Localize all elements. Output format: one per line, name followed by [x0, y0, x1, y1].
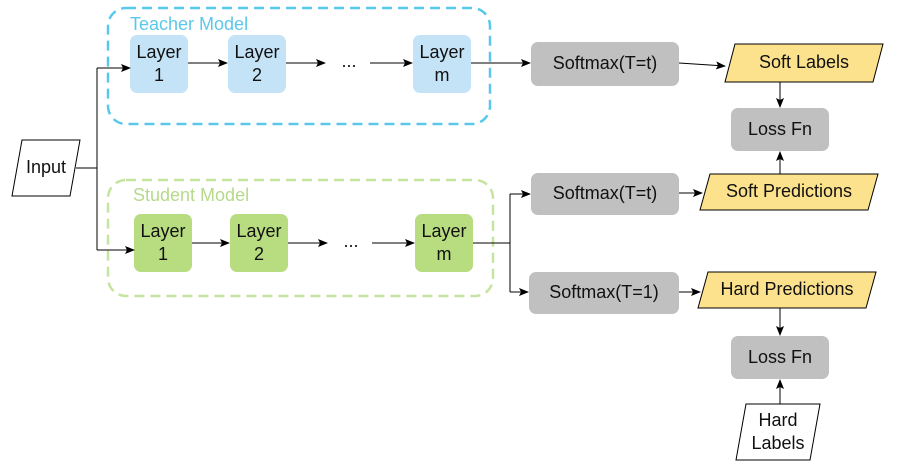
input-shape [11, 139, 81, 197]
soft-labels-shape [724, 43, 884, 83]
softmax-teacher-box [531, 42, 679, 86]
softmax-student-soft-box [531, 173, 679, 215]
student-layer-1-label: Layer 1 [140, 220, 186, 264]
teacher-layer-1-label: Layer 1 [136, 41, 182, 85]
teacher-layer-m-box [413, 35, 471, 93]
arrow-softmax-to-soft-labels [678, 61, 726, 70]
soft-labels-label: Soft Labels [758, 52, 850, 73]
hard-predictions-label: Hard Predictions [720, 279, 854, 300]
student-layer-1-box [134, 214, 192, 272]
input-label: Input [25, 157, 67, 178]
teacher-layer-m-label: Layer m [419, 41, 465, 85]
loss-fn-top-label: Loss Fn [747, 118, 813, 139]
student-layer-2-label: Layer 2 [236, 220, 282, 264]
teacher-model-frame [106, 6, 492, 126]
loss-fn-bottom-box [731, 336, 829, 379]
student-layer-m-label: Layer m [421, 220, 467, 264]
teacher-layer-2-label: Layer 2 [234, 41, 280, 85]
softmax-student-soft-label: Softmax(T=t) [552, 183, 658, 204]
hard-labels-label: Hard Labels [751, 409, 805, 453]
loss-fn-top-box [731, 108, 829, 151]
hard-predictions-shape [697, 271, 877, 309]
teacher-ellipsis: ... [341, 51, 357, 72]
soft-predictions-shape [699, 173, 879, 211]
teacher-layer-2-box [228, 35, 286, 93]
hard-labels-shape [735, 403, 821, 461]
soft-predictions-label: Soft Predictions [725, 181, 853, 202]
softmax-student-hard-box [529, 272, 679, 314]
teacher-model-title: Teacher Model [130, 14, 249, 35]
student-layer-2-box [230, 214, 288, 272]
student-layer-m-box [415, 214, 473, 272]
student-ellipsis: ... [343, 231, 359, 252]
student-model-title: Student Model [133, 185, 250, 206]
teacher-layer-1-box [130, 35, 188, 93]
softmax-teacher-label: Softmax(T=t) [552, 53, 658, 74]
student-model-frame [106, 178, 495, 298]
softmax-student-hard-label: Softmax(T=1) [549, 282, 659, 303]
loss-fn-bottom-label: Loss Fn [747, 346, 813, 367]
